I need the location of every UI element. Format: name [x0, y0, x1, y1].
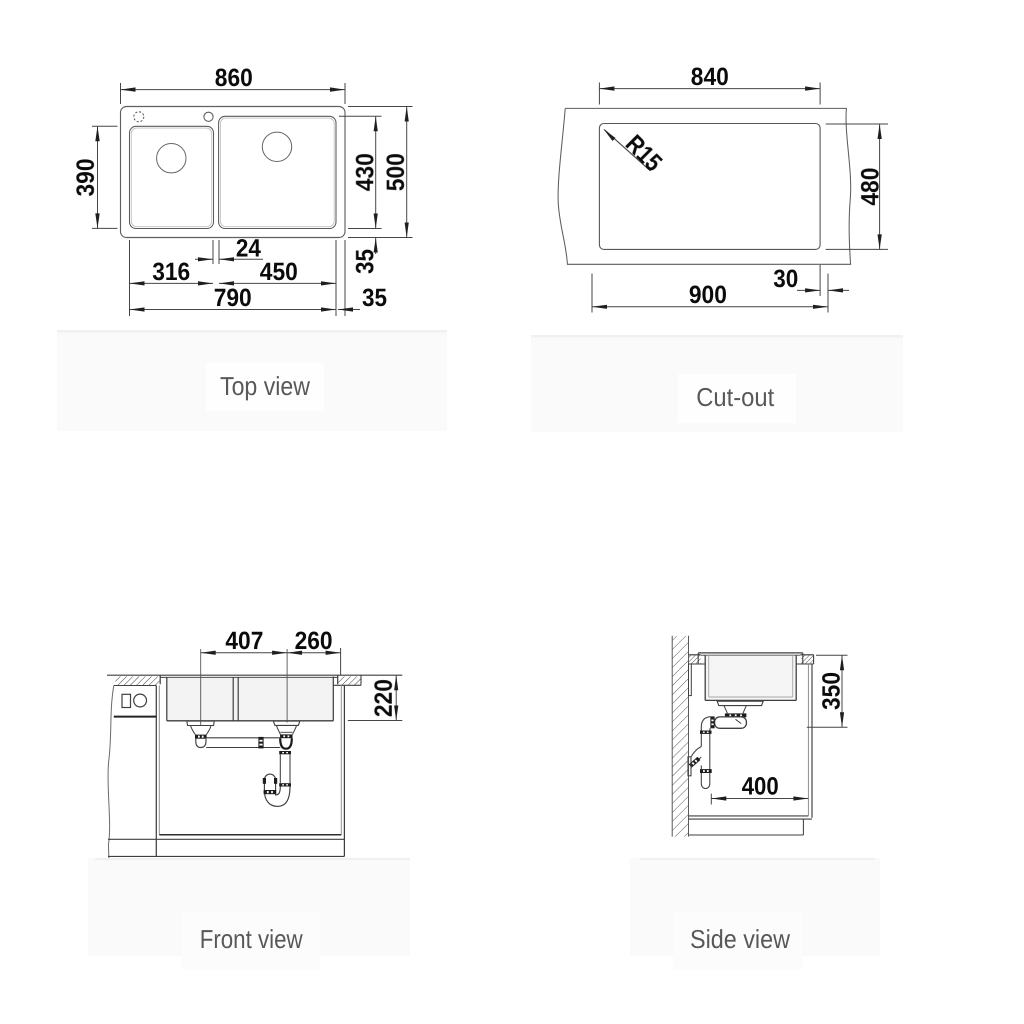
svg-text:900: 900	[689, 281, 727, 309]
svg-text:450: 450	[260, 258, 298, 286]
svg-text:350: 350	[818, 672, 846, 710]
svg-text:390: 390	[72, 159, 100, 197]
svg-text:220: 220	[370, 679, 398, 717]
svg-text:35: 35	[362, 284, 387, 312]
svg-text:840: 840	[691, 63, 729, 91]
svg-text:316: 316	[152, 258, 190, 286]
svg-text:30: 30	[773, 265, 798, 293]
svg-text:35: 35	[351, 249, 379, 274]
svg-text:Cut-out: Cut-out	[696, 382, 775, 412]
svg-text:480: 480	[856, 168, 884, 206]
svg-text:790: 790	[214, 284, 252, 312]
svg-text:860: 860	[215, 64, 253, 92]
svg-text:400: 400	[742, 773, 779, 801]
svg-text:260: 260	[295, 627, 333, 655]
svg-text:Side view: Side view	[690, 924, 790, 954]
svg-text:407: 407	[225, 627, 263, 655]
svg-text:430: 430	[351, 153, 379, 191]
svg-text:24: 24	[236, 234, 261, 262]
svg-text:500: 500	[382, 153, 410, 191]
svg-text:Top view: Top view	[220, 371, 310, 401]
svg-text:Front view: Front view	[200, 924, 303, 954]
